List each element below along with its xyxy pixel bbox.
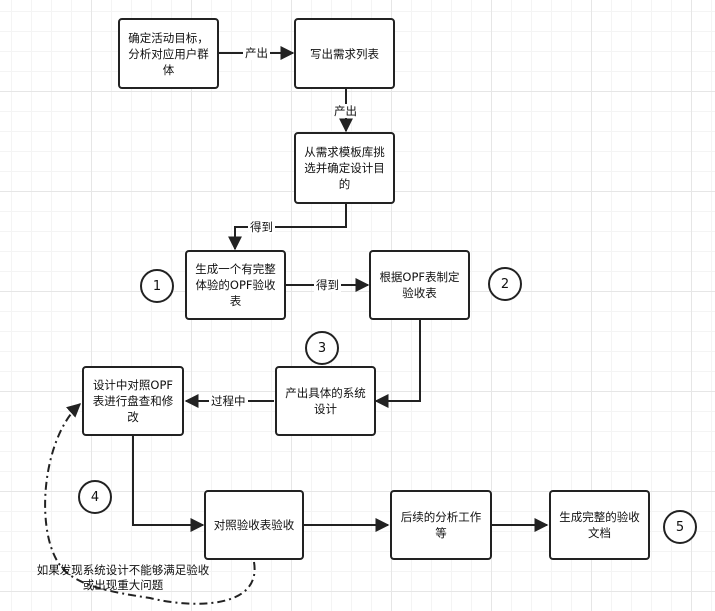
node-write-requirements-label: 写出需求列表: [310, 46, 379, 61]
step-badge-5: 5: [663, 510, 697, 544]
node-acceptance-check-label: 对照验收表验收: [213, 518, 295, 532]
edge-label-in-process: 过程中: [209, 394, 248, 408]
edge-label-produce-2: 产出: [332, 104, 359, 118]
node-acceptance-table-label: 根据OPF表制定验收表: [379, 270, 460, 300]
node-final-document[interactable]: 生成完整的验收文档: [549, 490, 650, 560]
edge-label-produce-1: 产出: [243, 46, 270, 60]
feedback-note: 如果发现系统设计不能够满足验收 或出现重大问题: [8, 563, 238, 593]
edge-review-to-acceptance-check: [132, 436, 205, 532]
step-badge-2: 2: [488, 267, 522, 301]
step-badge-1: 1: [140, 269, 174, 303]
node-acceptance-check[interactable]: 对照验收表验收: [204, 490, 304, 560]
node-opf-table-label: 生成一个有完整体验的OPF验收表: [195, 262, 276, 308]
node-define-goal-label: 确定活动目标，分析对应用户群体: [128, 30, 209, 77]
edge-feedback-dashdot: [44, 403, 256, 605]
node-followup-analysis[interactable]: 后续的分析工作等: [390, 490, 492, 560]
node-template-select[interactable]: 从需求模板库挑选并确定设计目的: [294, 132, 395, 204]
node-opf-table[interactable]: 生成一个有完整体验的OPF验收表: [185, 250, 286, 320]
edge-label-obtain-1: 得到: [248, 220, 275, 234]
feedback-note-line2: 或出现重大问题: [82, 578, 164, 592]
node-write-requirements[interactable]: 写出需求列表: [294, 18, 395, 89]
node-acceptance-table[interactable]: 根据OPF表制定验收表: [369, 250, 470, 320]
feedback-note-line1: 如果发现系统设计不能够满足验收: [36, 563, 210, 577]
node-define-goal[interactable]: 确定活动目标，分析对应用户群体: [118, 18, 219, 89]
step-badge-3: 3: [305, 331, 339, 365]
node-template-select-label: 从需求模板库挑选并确定设计目的: [304, 145, 385, 191]
node-design-review[interactable]: 设计中对照OPF表进行盘查和修改: [82, 366, 184, 436]
node-followup-analysis-label: 后续的分析工作等: [400, 510, 482, 540]
edge-label-obtain-2: 得到: [314, 278, 341, 292]
edge-template-to-opf-table: [228, 204, 347, 251]
edge-acceptance-table-to-system-design: [374, 320, 421, 408]
node-final-document-label: 生成完整的验收文档: [559, 510, 640, 540]
node-design-review-label: 设计中对照OPF表进行盘查和修改: [92, 378, 174, 424]
node-system-design-label: 产出具体的系统设计: [285, 386, 366, 416]
node-system-design[interactable]: 产出具体的系统设计: [275, 366, 376, 436]
step-badge-4: 4: [78, 480, 112, 514]
